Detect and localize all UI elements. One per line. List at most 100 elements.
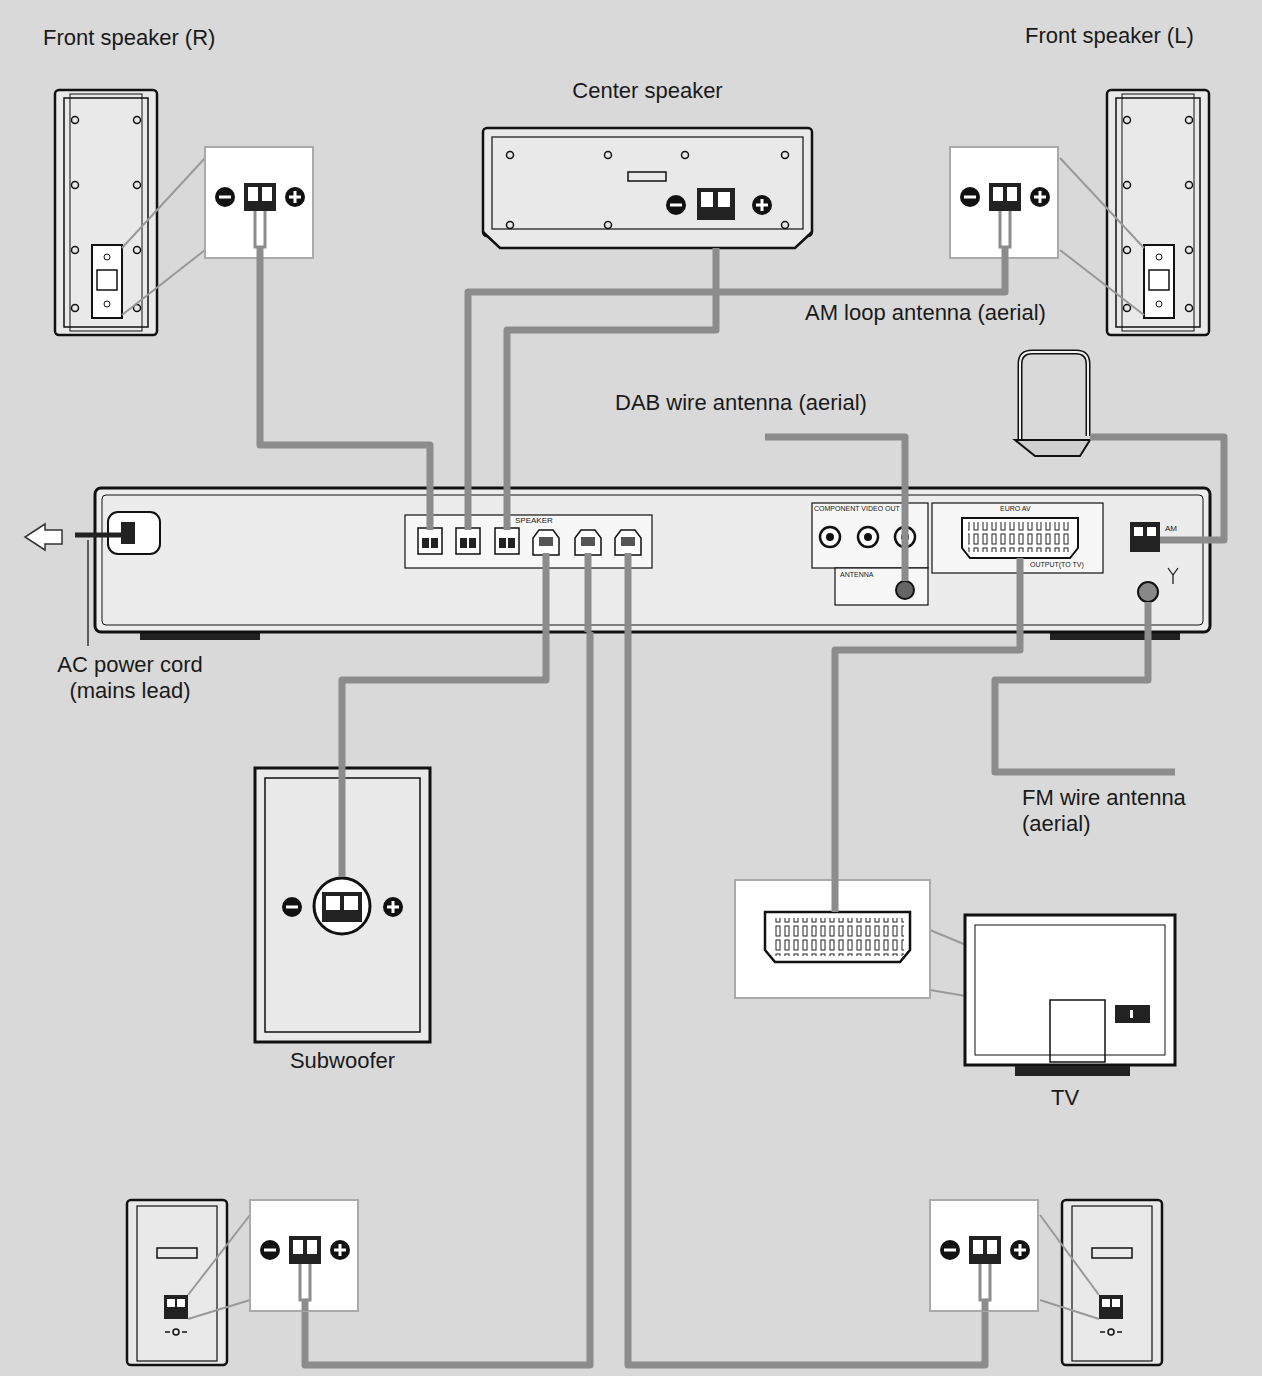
receiver-unit — [962, 518, 1078, 558]
speaker-cable — [468, 258, 1005, 488]
am-loop-antenna — [1015, 352, 1090, 456]
am-loop-antenna — [1015, 440, 1090, 456]
subwoofer — [383, 897, 403, 917]
receiver-unit — [835, 568, 928, 605]
speaker-cable — [628, 632, 985, 1365]
speaker-terminal-callout — [250, 1200, 358, 1312]
surround-speaker-left — [930, 1200, 1038, 1311]
receiver-unit — [95, 488, 1210, 640]
ac-power-cord — [25, 524, 130, 646]
surround-speaker-left — [1040, 1215, 1099, 1295]
subwoofer — [286, 906, 298, 909]
receiver-unit — [621, 537, 635, 546]
center-speaker — [701, 192, 713, 207]
center-speaker — [666, 195, 686, 215]
panel-marking: SPEAKER — [515, 516, 553, 525]
wire-stub — [430, 488, 507, 530]
fm-wire-antenna — [995, 602, 1175, 772]
speaker-cable — [260, 258, 430, 488]
dab-wire-antenna — [765, 437, 905, 581]
receiver-unit — [812, 503, 928, 568]
panel-marking: ANTENNA — [840, 571, 873, 579]
receiver-unit — [539, 537, 553, 546]
front-speaker-left — [950, 90, 1209, 335]
surround-speaker-right — [188, 1215, 250, 1295]
speaker-cable — [507, 248, 716, 488]
tv — [772, 918, 904, 956]
subwoofer — [392, 901, 395, 913]
subwoofer — [282, 897, 302, 917]
subwoofer — [322, 892, 362, 922]
center-speaker — [492, 137, 803, 229]
receiver-unit — [460, 538, 467, 548]
receiver-unit — [102, 495, 1203, 625]
center-speaker — [697, 188, 735, 220]
front-speaker-right — [122, 250, 205, 315]
receiver-unit: SPEAKER COMPONENT VIDEO OUT ANTENNA EURO AV… — [95, 488, 1210, 632]
am-loop-antenna — [1020, 352, 1088, 440]
part-label: Subwoofer — [255, 1048, 430, 1073]
receiver-unit — [95, 488, 1210, 632]
callout-label: DAB wire antenna (aerial) — [615, 390, 867, 416]
panel-marking: OUTPUT(TO TV) — [1030, 561, 1084, 569]
panel-marking: COMPONENT VIDEO OUT — [814, 505, 900, 513]
center-speaker — [605, 152, 612, 159]
speaker-terminal-callout — [930, 1200, 1040, 1312]
subwoofer — [314, 878, 370, 934]
callout-label: FM wire antenna (aerial) — [1022, 785, 1222, 838]
center-speaker — [670, 204, 682, 207]
subwoofer — [344, 896, 358, 910]
speaker-cable — [305, 632, 590, 1365]
speaker-terminal-callout: Front speaker (L) — [950, 147, 1060, 258]
speaker-cable — [342, 632, 546, 768]
tv: TV — [735, 880, 1175, 1080]
am-loop-antenna: AM loop antenna (aerial) — [1015, 352, 1090, 452]
receiver-unit — [615, 530, 641, 555]
surround-speaker-left — [930, 1200, 1162, 1365]
receiver-unit — [575, 530, 601, 555]
tv — [975, 925, 1165, 1055]
center-speaker — [782, 152, 789, 159]
front-speaker-left — [950, 147, 1058, 258]
front-speaker-left — [1060, 250, 1144, 315]
receiver-unit — [581, 537, 595, 546]
part-label: Front speaker (R) — [43, 25, 273, 50]
receiver-unit — [508, 538, 515, 548]
speaker-cable — [835, 632, 1020, 880]
panel-marking: EURO AV — [1000, 505, 1031, 513]
center-speaker — [605, 222, 612, 229]
center-speaker — [507, 152, 514, 159]
receiver-unit — [1130, 522, 1160, 552]
surround-speaker-left — [1040, 1300, 1099, 1319]
receiver-unit — [968, 522, 1072, 552]
panel-marking: AM — [1165, 524, 1177, 533]
receiver-unit — [533, 530, 559, 555]
receiver-unit — [431, 538, 438, 548]
center-speaker — [718, 192, 730, 207]
center-speaker: Center speaker — [483, 128, 812, 248]
tv — [1130, 1010, 1133, 1018]
subwoofer: Subwoofer — [255, 768, 430, 1042]
receiver-unit — [858, 527, 878, 547]
receiver-unit — [495, 528, 519, 554]
receiver-unit — [1134, 527, 1143, 536]
center-speaker — [752, 195, 772, 215]
front-speaker-right — [205, 147, 313, 258]
speaker-terminal-callout: Front speaker (R) — [205, 147, 315, 258]
front-speaker-right — [55, 90, 313, 335]
ac-power-cord — [25, 524, 62, 550]
receiver-unit — [422, 538, 429, 548]
tv — [1015, 1066, 1130, 1076]
center-speaker — [782, 222, 789, 229]
center-speaker — [483, 128, 812, 248]
receiver-unit — [469, 538, 476, 548]
tv — [765, 912, 910, 962]
ac-power-cord — [87, 540, 89, 646]
center-speaker — [507, 222, 514, 229]
receiver-unit — [499, 538, 506, 548]
receiver-unit — [820, 527, 840, 547]
receiver-unit — [1138, 582, 1158, 602]
am-loop-antenna — [1020, 352, 1088, 440]
speaker-cable — [1090, 437, 1224, 540]
center-speaker — [682, 152, 689, 159]
